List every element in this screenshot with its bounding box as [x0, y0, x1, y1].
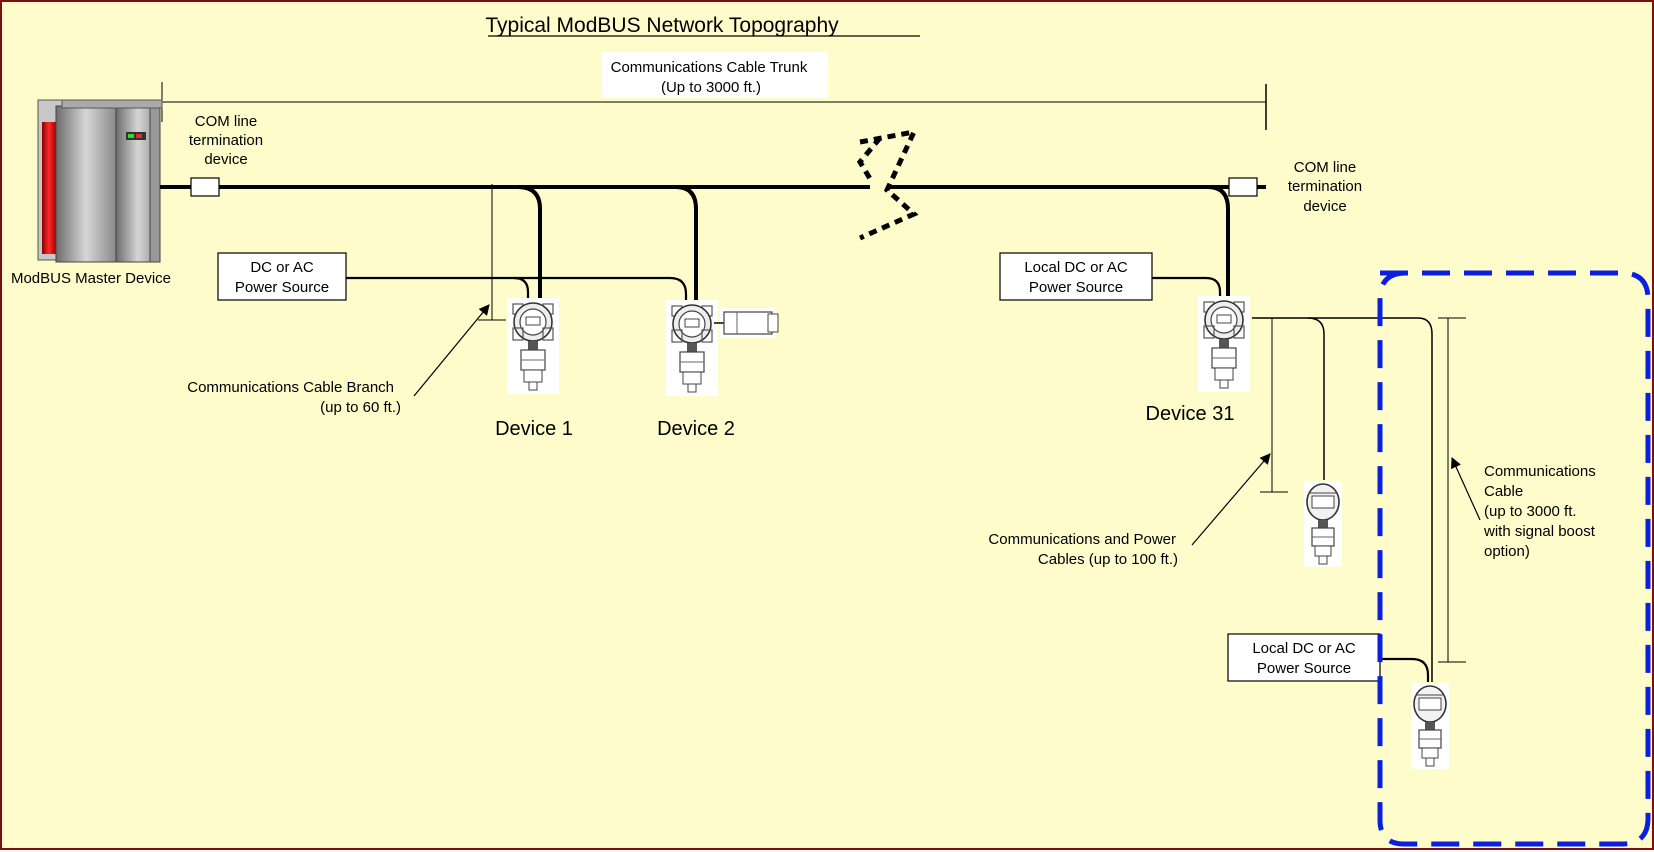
device-1-label: Device 1 [495, 418, 573, 440]
master-device-label: ModBUS Master Device [11, 270, 171, 287]
com-termination-device-left [190, 177, 220, 197]
branch-label-line2: (up to 60 ft.) [320, 399, 401, 416]
device-2-sensor-module-icon [714, 308, 779, 338]
cable-break-marker [856, 128, 919, 241]
branch-label-line1: Communications Cable Branch [187, 379, 394, 396]
device-2-label: Device 2 [657, 418, 735, 440]
trunk-label-line2: (Up to 3000 ft.) [661, 79, 761, 96]
comm-cable-label-arrow [1451, 457, 1481, 521]
device-2-transmitter-icon [665, 299, 719, 397]
com-term-right-line2: termination [1288, 178, 1362, 195]
device-31-label: Device 31 [1146, 403, 1235, 425]
com-termination-device-right [1228, 177, 1258, 197]
extension-cables [1252, 317, 1433, 682]
comm-cable-label-line2: Cable [1484, 483, 1523, 500]
diagram-title: Typical ModBUS Network Topography [485, 14, 839, 37]
device-31-transmitter-icon [1197, 295, 1251, 393]
remote-sensor-1-icon [1303, 480, 1343, 568]
comm-cable-label-line5: option) [1484, 543, 1530, 560]
comm-cable-label-line1: Communications [1484, 463, 1596, 480]
com-term-left-line3: device [204, 151, 247, 168]
comm-power-label-arrow [1191, 453, 1271, 546]
com-term-right-line3: device [1303, 198, 1346, 215]
comm-cable-label-line3: (up to 3000 ft. [1484, 503, 1577, 520]
power-source-1-line1: DC or AC [250, 259, 314, 276]
power-source-box-1 [217, 252, 347, 301]
power-source-remote-line1: Local DC or AC [1252, 640, 1356, 657]
comm-cable-label-line4: with signal boost [1483, 523, 1596, 540]
power-source-31-line1: Local DC or AC [1024, 259, 1128, 276]
trunk-label-line1: Communications Cable Trunk [611, 59, 808, 76]
power-source-31-line2: Power Source [1029, 279, 1123, 296]
power-source-box-31 [999, 252, 1153, 301]
com-term-right-line1: COM line [1294, 159, 1357, 176]
trunk-label-box [602, 52, 828, 98]
comm-power-label-line1: Communications and Power [988, 531, 1176, 548]
power-source-1-line2: Power Source [235, 279, 329, 296]
remote-sensor-2-icon [1410, 682, 1450, 770]
power-source-remote-line2: Power Source [1257, 660, 1351, 677]
com-term-left-line1: COM line [195, 113, 258, 130]
modbus-master-device-icon [37, 99, 163, 263]
power-cables [346, 276, 1430, 682]
device-1-transmitter-icon [506, 297, 560, 395]
remote-zone-boundary [1377, 270, 1651, 847]
comm-power-label-line2: Cables (up to 100 ft.) [1038, 551, 1178, 568]
branch-label-arrow [413, 304, 490, 397]
branch-cables [492, 185, 1230, 300]
com-term-left-line2: termination [189, 132, 263, 149]
